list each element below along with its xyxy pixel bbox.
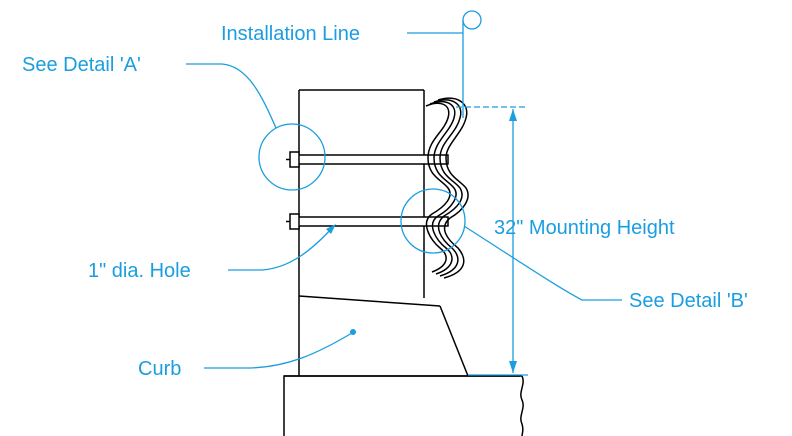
detail-a-label: See Detail 'A' bbox=[22, 54, 141, 76]
curb-leader bbox=[204, 332, 353, 369]
curb-label: Curb bbox=[138, 358, 181, 380]
hole-label: 1" dia. Hole bbox=[88, 260, 191, 282]
hole-arrow-icon bbox=[326, 224, 336, 234]
base-slab bbox=[283, 375, 524, 436]
detail-b-circle bbox=[400, 188, 466, 254]
detail-b-leader bbox=[463, 225, 622, 301]
detail-a-leader bbox=[186, 63, 277, 129]
hole-leader bbox=[228, 225, 335, 271]
mounting-height-label: 32" Mounting Height bbox=[494, 217, 675, 239]
curb-dot-icon bbox=[350, 329, 356, 335]
upper-bolt bbox=[286, 151, 449, 168]
mounting-height-dimension bbox=[456, 106, 528, 376]
installation-line-label: Installation Line bbox=[221, 23, 360, 45]
installation-line bbox=[407, 10, 482, 118]
detail-b-label: See Detail 'B' bbox=[629, 290, 748, 312]
curb bbox=[298, 295, 469, 377]
w-beam-rail bbox=[425, 97, 469, 279]
lower-bolt bbox=[286, 213, 449, 230]
post bbox=[298, 89, 425, 376]
detail-a-circle bbox=[258, 123, 326, 191]
